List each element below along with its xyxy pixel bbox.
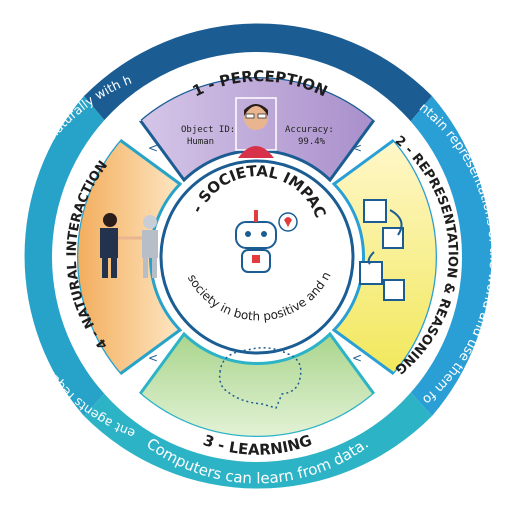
heart-bubble-icon (278, 212, 298, 232)
accuracy-value: 99.4% (298, 137, 326, 147)
chevron-bottom-left-icon: < (148, 351, 158, 365)
chevron-bottom-right-icon: < (352, 351, 362, 365)
outer-ring-top (84, 23, 432, 128)
robot-icon (235, 210, 277, 273)
outer-ring-right (405, 96, 492, 416)
chevron-top-left-icon: < (148, 141, 158, 155)
handshake-icon (100, 213, 158, 278)
object-id-value: Human (187, 137, 214, 147)
outer-ring (24, 23, 492, 489)
accuracy-label: Accuracy: (285, 125, 334, 135)
face-icon (235, 97, 277, 158)
outer-ring-left (24, 96, 111, 416)
brain-icon (218, 347, 302, 409)
outer-ring-bottom (84, 386, 432, 489)
cubes-icon (359, 199, 405, 301)
object-id-label: Object ID: (181, 125, 235, 135)
title-band (53, 53, 461, 461)
perception-content: Object ID: Human Accuracy: 99.4% (181, 97, 334, 158)
chevron-top-right-icon: < (352, 141, 362, 155)
